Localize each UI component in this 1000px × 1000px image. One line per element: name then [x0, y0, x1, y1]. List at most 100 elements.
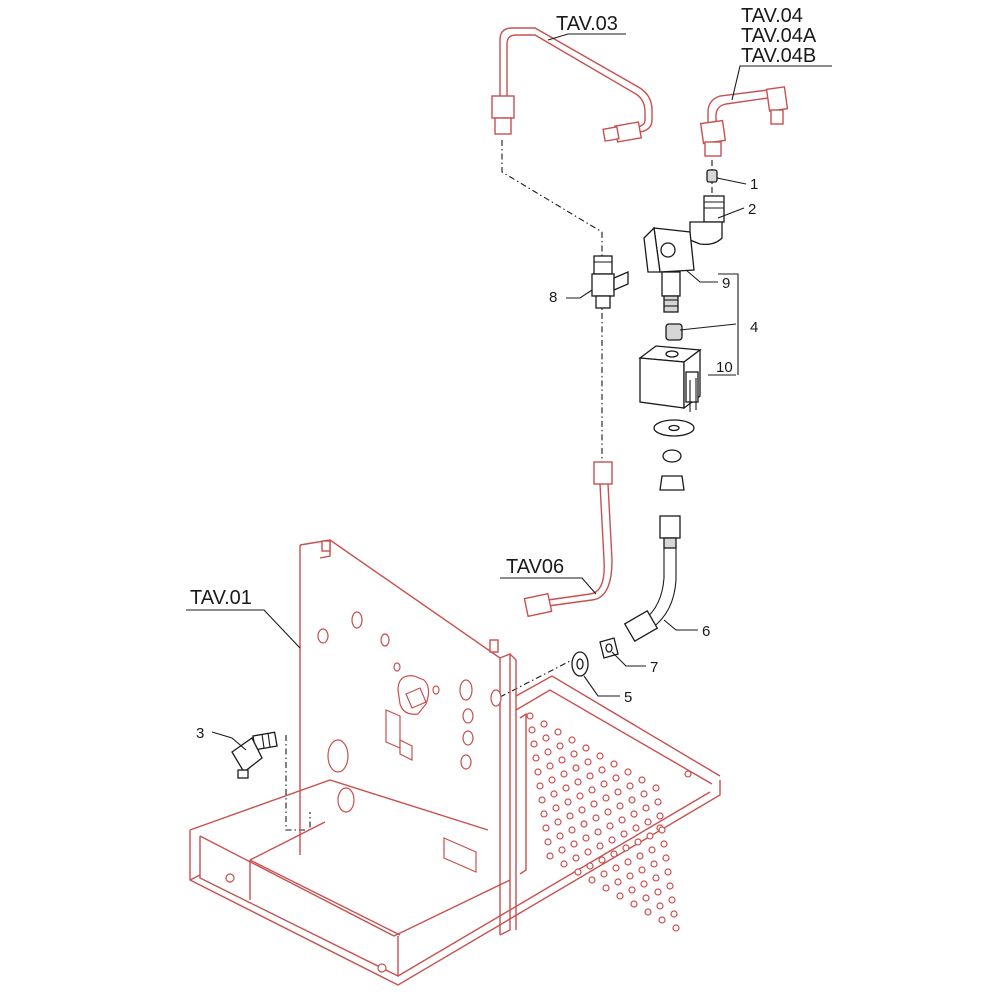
- perforation-hole: [582, 744, 590, 752]
- perforation-hole: [626, 782, 634, 790]
- perforation-hole: [644, 908, 652, 916]
- perforation-hole: [596, 752, 604, 760]
- perforation-hole: [652, 874, 660, 882]
- perforation-hole: [564, 798, 572, 806]
- perforation-hole: [568, 736, 576, 744]
- perforation-hole: [648, 846, 656, 854]
- perforation-hole: [598, 766, 606, 774]
- callout-8: 8: [549, 289, 557, 306]
- part-6-flexible-hose: [623, 515, 681, 643]
- callout-2: 2: [748, 201, 756, 218]
- part-nut-upper: [659, 475, 685, 491]
- perforation-hole: [630, 810, 638, 818]
- label-tav04b: TAV.04B: [741, 45, 816, 67]
- perforation-hole: [654, 798, 662, 806]
- perforation-hole: [598, 856, 606, 864]
- perforation-hole: [588, 876, 596, 884]
- perforation-hole: [634, 838, 642, 846]
- perforation-hole: [584, 848, 592, 856]
- perforation-hole: [670, 910, 678, 918]
- perforation-hole: [658, 916, 666, 924]
- perforation-hole: [636, 852, 644, 860]
- perforation-hole: [584, 758, 592, 766]
- assembly-line-bolt: [285, 735, 311, 831]
- part-5-washer: [571, 651, 589, 677]
- perforation-hole: [628, 796, 636, 804]
- perforation-hole: [532, 754, 540, 762]
- perforation-hole: [534, 768, 542, 776]
- perforation-hole: [642, 804, 650, 812]
- part-9-valve-body: [643, 226, 695, 313]
- perforation-hole: [656, 902, 664, 910]
- perforation-hole: [568, 826, 576, 834]
- perforation-hole: [578, 806, 586, 814]
- leader-lines: [186, 33, 832, 751]
- perforation-hole: [542, 734, 550, 742]
- perforation-hole: [544, 748, 552, 756]
- callout-7: 7: [650, 659, 658, 676]
- perforation-hole: [656, 812, 664, 820]
- perforation-hole: [556, 742, 564, 750]
- perforation-hole: [546, 762, 554, 770]
- callout-10: 10: [716, 359, 733, 376]
- perforation-hole: [602, 884, 610, 892]
- tav03-pipe: [491, 27, 653, 143]
- perforation-hole: [630, 900, 638, 908]
- perforation-hole: [650, 860, 658, 868]
- part-8-tee-fitting: [591, 255, 629, 309]
- part-10-coil: [638, 345, 702, 412]
- perforation-hole: [582, 834, 590, 842]
- perforation-hole: [530, 740, 538, 748]
- perforation-hole: [612, 864, 620, 872]
- perforation-hole: [610, 760, 618, 768]
- perforation-hole: [640, 880, 648, 888]
- perforation-hole: [526, 712, 534, 720]
- perforation-hole: [618, 816, 626, 824]
- perforation-hole: [612, 774, 620, 782]
- perforation-hole: [560, 860, 568, 868]
- perforation-hole: [606, 822, 614, 830]
- perforation-hole: [642, 894, 650, 902]
- perforation-hole: [602, 794, 610, 802]
- perforation-hole: [620, 830, 628, 838]
- perforation-hole: [592, 814, 600, 822]
- perforation-hole: [546, 852, 554, 860]
- perforation-hole: [572, 764, 580, 772]
- perforation-hole: [528, 726, 536, 734]
- perforation-hole: [570, 750, 578, 758]
- perforation-hole: [632, 824, 640, 832]
- perforation-hole: [624, 858, 632, 866]
- label-tav04a: TAV.04A: [741, 25, 817, 47]
- label-tav01: TAV.01: [190, 587, 252, 609]
- perforation-hole: [558, 756, 566, 764]
- perforation-hole: [574, 778, 582, 786]
- perforation-hole: [662, 854, 670, 862]
- perforation-hole: [550, 790, 558, 798]
- part-3-elbow-bolt: [231, 731, 278, 779]
- callout-3: 3: [196, 725, 204, 742]
- perforation-hole: [640, 790, 648, 798]
- perforation-hole: [622, 844, 630, 852]
- callout-1: 1: [750, 176, 758, 193]
- perforation-grid: [526, 712, 680, 932]
- perforation-hole: [594, 828, 602, 836]
- perforation-hole: [558, 846, 566, 854]
- perforation-hole: [654, 888, 662, 896]
- perforation-hole: [538, 796, 546, 804]
- callout-4: 4: [750, 319, 758, 336]
- perforation-hole: [542, 824, 550, 832]
- perforation-hole: [610, 850, 618, 858]
- perforation-hole: [554, 818, 562, 826]
- perforation-hole: [552, 804, 560, 812]
- label-tav04: TAV.04: [741, 5, 803, 27]
- perforation-hole: [570, 840, 578, 848]
- assembly-line-frame: [499, 659, 573, 698]
- perforation-hole: [554, 728, 562, 736]
- perforation-hole: [658, 826, 666, 834]
- part-1-washer: [706, 169, 718, 183]
- perforation-hole: [574, 868, 582, 876]
- perforation-hole: [540, 810, 548, 818]
- perforation-hole: [616, 892, 624, 900]
